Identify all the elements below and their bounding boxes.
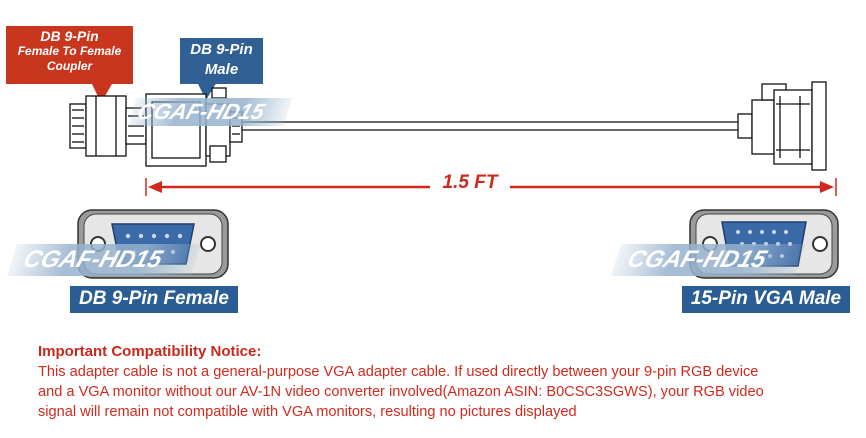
right-connector-label: 15-Pin VGA Male (682, 286, 850, 313)
watermark-top: CGAF-HD15 (127, 98, 293, 126)
notice-line2: and a VGA monitor without our AV-1N vide… (38, 384, 764, 400)
male-pointer (197, 82, 217, 100)
coupler-pointer (92, 84, 112, 103)
coupler-tag-line1: DB 9-Pin (40, 28, 99, 44)
coupler-tag-line2: Female To Female (17, 44, 122, 58)
vga-male-connector (737, 81, 827, 171)
notice-line1: This adapter cable is not a general-purp… (38, 364, 759, 380)
notice-title: Important Compatibility Notice: (38, 343, 262, 360)
male-tag: DB 9-Pin Male (180, 38, 263, 84)
watermark-right: CGAF-HD15 (610, 244, 806, 276)
coupler-tag-line3: Coupler (46, 59, 93, 73)
male-tag-line2: Male (204, 61, 239, 78)
watermark-left: CGAF-HD15 (6, 244, 202, 276)
notice-line3: signal will remain not compatible with V… (38, 404, 577, 420)
compatibility-notice: Important Compatibility Notice: This ada… (38, 342, 858, 422)
length-label: 1.5 FT (430, 172, 510, 194)
male-tag-line1: DB 9-Pin (190, 41, 253, 58)
coupler-tag: DB 9-Pin Female To Female Coupler (6, 26, 133, 84)
cable-line (242, 121, 740, 131)
left-connector-label: DB 9-Pin Female (70, 286, 238, 313)
